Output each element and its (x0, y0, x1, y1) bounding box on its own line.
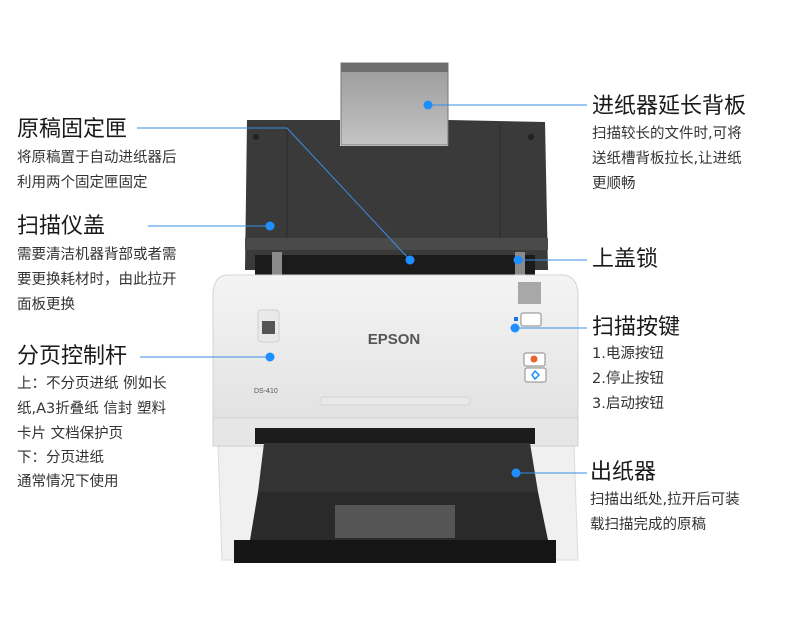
callout-text: 送纸槽背板拉长,让进纸 (592, 151, 742, 167)
callout-text: 更顺畅 (592, 176, 636, 192)
callout-text: 通常情况下使用 (17, 474, 119, 490)
callout-text: 需要清洁机器背部或者需 (17, 247, 177, 263)
marker-dot (510, 323, 520, 333)
callout-text: 上：不分页进纸 例如长 (17, 376, 167, 392)
callout-title-document-guide: 原稿固定匣 (17, 117, 128, 142)
input-tray (245, 120, 548, 270)
brand-logo: EPSON (368, 331, 421, 348)
callout-title-scanner-cover: 扫描仪盖 (17, 214, 106, 239)
callout-text: 纸,A3折叠纸 信封 塑料 (17, 401, 166, 417)
callout-text: 载扫描完成的原稿 (590, 517, 706, 533)
marker-dot (265, 221, 275, 231)
callout-title-separation-lever: 分页控制杆 (17, 344, 128, 369)
callout-text: 利用两个固定匣固定 (17, 175, 148, 191)
callout-text: 1.电源按钮 (592, 346, 664, 362)
marker-dot (265, 352, 275, 362)
callout-text: 扫描较长的文件时,可将 (592, 126, 742, 142)
marker-dot (423, 100, 433, 110)
callout-text: 卡片 文档保护页 (17, 426, 124, 442)
callout-text: 扫描出纸处,拉开后可装 (590, 492, 740, 508)
model-label: DS-410 (254, 388, 278, 395)
marker-dot (511, 468, 521, 478)
callout-title-scan-buttons: 扫描按键 (592, 315, 681, 340)
callout-title-feeder-extension: 进纸器延长背板 (592, 94, 747, 119)
callout-title-output-tray: 出纸器 (590, 460, 657, 485)
callout-text: 将原稿置于自动进纸器后 (17, 150, 177, 166)
start-button (524, 367, 547, 383)
callout-text: 要更换耗材时，由此拉开 (17, 272, 177, 288)
output-tray (258, 443, 538, 492)
marker-dot (513, 255, 523, 265)
callout-text: 2.停止按钮 (592, 371, 664, 387)
callout-text: 面板更换 (17, 297, 75, 313)
callout-text: 3.启动按钮 (592, 396, 664, 412)
power-button (520, 312, 542, 327)
callout-title-cover-lock: 上盖锁 (592, 247, 659, 272)
marker-dot (405, 255, 415, 265)
callout-text: 下：分页进纸 (17, 450, 104, 466)
